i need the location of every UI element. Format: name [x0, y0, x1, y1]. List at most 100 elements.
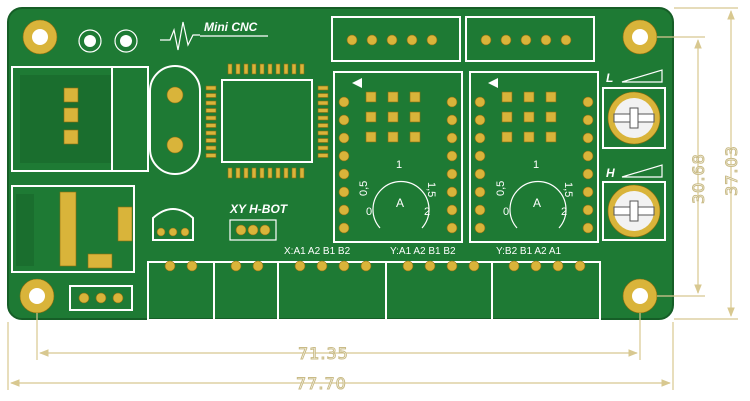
driver-pin: [446, 114, 458, 126]
driver-y-scale-0: 0: [503, 206, 509, 218]
stepper-driver-y: 1 0 2 0,5 1,5 A: [469, 71, 599, 243]
y-motor-a-pin-label: Y:A1 A2 B1 B2: [390, 246, 456, 257]
mcu-pin: [283, 167, 289, 179]
trimmer-high-label: H: [606, 166, 615, 180]
mcu-pin: [317, 93, 329, 98]
driver-smd-pad: [501, 111, 513, 123]
three-pin-header: [69, 285, 133, 311]
connector-pin: [446, 260, 458, 272]
driver-y-scale-15: 1,5: [562, 182, 574, 197]
connector-pin: [424, 260, 436, 272]
driver-pin: [474, 204, 486, 216]
connector-pin: [186, 260, 198, 272]
driver-pin: [582, 132, 594, 144]
driver-smd-pad: [523, 131, 535, 143]
driver-smd-pad: [409, 91, 421, 103]
mcu-pin: [243, 63, 249, 75]
mcu-pin: [251, 63, 257, 75]
mounting-hole-top-right: [622, 19, 658, 55]
driver-smd-pad: [523, 111, 535, 123]
usb-connector: [11, 66, 149, 172]
mcu-pin: [251, 167, 257, 179]
driver-pin: [474, 186, 486, 198]
driver-smd-pad: [387, 111, 399, 123]
outer-height-dimension: 37.03: [722, 145, 741, 196]
jumper-header: [229, 219, 277, 241]
microcontroller: [205, 63, 329, 179]
driver-pin: [474, 150, 486, 162]
driver-pin: [338, 168, 350, 180]
mcu-pin: [317, 115, 329, 121]
driver-smd-pad: [365, 131, 377, 143]
mcu-pin: [317, 100, 329, 106]
driver-pin: [338, 204, 350, 216]
driver-x-scale-2: 2: [424, 206, 430, 218]
connector-pin: [338, 260, 350, 272]
driver-pin: [582, 186, 594, 198]
driver-pin: [338, 186, 350, 198]
mcu-pin: [267, 63, 273, 75]
mcu-pin: [317, 138, 329, 143]
connector-pin: [360, 260, 372, 272]
driver-x-scale-05: 0,5: [358, 181, 370, 196]
connector-pin: [552, 260, 564, 272]
mcu-pin: [205, 138, 217, 143]
motion-label: XY H-BOT: [229, 202, 289, 216]
driver-pin: [582, 96, 594, 108]
mcu-pin: [317, 85, 329, 91]
driver-pin: [582, 204, 594, 216]
driver-smd-pad: [409, 131, 421, 143]
driver-pin: [474, 96, 486, 108]
driver-smd-pad: [501, 91, 513, 103]
board-title-logo: Mini CNC: [160, 20, 268, 51]
crystal-oscillator: [149, 65, 201, 175]
connector-pin: [402, 260, 414, 272]
driver-x-scale-0: 0: [366, 206, 372, 218]
driver-y-scale-1: 1: [533, 159, 539, 171]
trimmer-low: L: [602, 69, 666, 149]
driver-pin: [474, 168, 486, 180]
trimmer-low-label: L: [606, 71, 613, 85]
driver-pin: [446, 168, 458, 180]
bottom-connectors: [147, 260, 601, 321]
pcb-board: Mini CNC: [7, 7, 674, 321]
driver-pin: [582, 168, 594, 180]
inner-width-dimension: 71.35: [298, 344, 349, 363]
connector-pin: [508, 260, 520, 272]
connector-pin: [230, 260, 242, 272]
driver-x-scale-15: 1,5: [425, 182, 437, 197]
driver-y-scale-05: 0,5: [495, 181, 507, 196]
driver-smd-pad: [365, 91, 377, 103]
driver-pin: [338, 114, 350, 126]
connector-pin: [530, 260, 542, 272]
connector-pin: [316, 260, 328, 272]
mcu-pin: [267, 167, 273, 179]
mcu-pin: [259, 63, 265, 75]
driver-pin: [582, 150, 594, 162]
outer-width-dimension: 77.70: [296, 374, 347, 393]
driver-x-scale-1: 1: [396, 159, 402, 171]
driver-smd-pad: [387, 131, 399, 143]
mcu-pin: [205, 108, 217, 113]
mcu-pin: [205, 130, 217, 136]
driver-smd-pad: [365, 111, 377, 123]
connector-pin: [294, 260, 306, 272]
inner-height-dimension: 30.68: [689, 153, 708, 204]
connector-pin: [574, 260, 586, 272]
mcu-pin: [205, 123, 217, 128]
driver-pin: [474, 132, 486, 144]
driver-smd-pad: [545, 131, 557, 143]
driver-smd-pad: [545, 91, 557, 103]
driver-pin: [582, 222, 594, 234]
mounting-hole-bottom-right: [622, 278, 658, 314]
mcu-pin: [235, 63, 241, 75]
trimmer-high: H: [602, 164, 666, 241]
mcu-pin: [299, 167, 305, 179]
mcu-pin: [275, 63, 281, 75]
mcu-pin: [317, 145, 329, 151]
mcu-pin: [317, 108, 329, 113]
mcu-pin: [283, 63, 289, 75]
mcu-pin: [259, 167, 265, 179]
connector-pin: [164, 260, 176, 272]
header-top-left: [331, 16, 461, 62]
